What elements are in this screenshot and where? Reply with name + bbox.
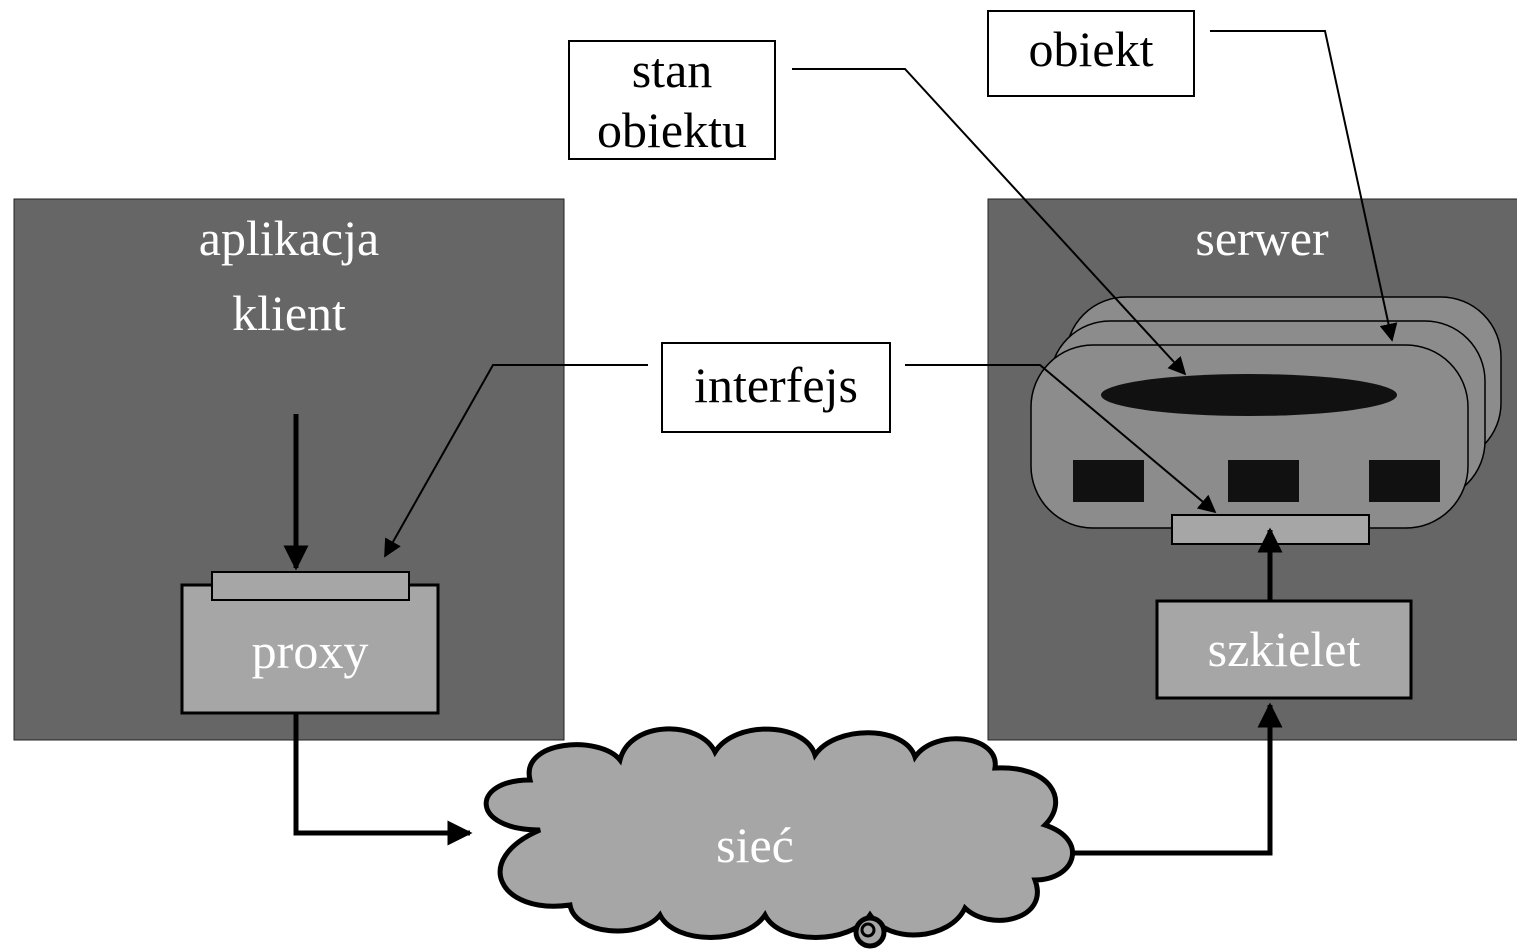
object-state-callout: stan obiektu bbox=[568, 40, 1187, 376]
proxy-component: proxy bbox=[180, 571, 440, 715]
proxy-interface-bar bbox=[211, 571, 410, 601]
interface-label: interfejs bbox=[694, 357, 858, 413]
network-to-skeleton-arrow bbox=[1070, 702, 1283, 856]
object-state-ellipse bbox=[1101, 374, 1397, 416]
object-state-label-line2: obiektu bbox=[597, 102, 747, 158]
cloud-puff-inner bbox=[860, 922, 876, 938]
skeleton-component: szkielet bbox=[1155, 599, 1413, 700]
object-method-block bbox=[1369, 460, 1440, 502]
object-state-pointer bbox=[792, 68, 1187, 376]
skeleton-label: szkielet bbox=[1208, 621, 1361, 677]
object-method-block bbox=[1073, 460, 1144, 502]
client-label-line2: klient bbox=[232, 285, 346, 341]
server-object-stack bbox=[1030, 296, 1502, 545]
proxy-label: proxy bbox=[252, 623, 369, 679]
interface-callout: interfejs bbox=[384, 342, 1217, 558]
object-callout: obiekt bbox=[987, 10, 1398, 342]
interface-pointer-to-server bbox=[905, 364, 1217, 514]
network-cloud: sieć bbox=[483, 726, 1076, 949]
network-label: sieć bbox=[716, 817, 794, 873]
cloud-puff-small bbox=[853, 915, 887, 949]
client-label-line1: aplikacja bbox=[199, 210, 379, 266]
object-pointer bbox=[1210, 30, 1398, 342]
object-state-label-line1: stan bbox=[632, 42, 713, 98]
object-method-block bbox=[1228, 460, 1299, 502]
interface-pointer-to-proxy bbox=[384, 364, 648, 558]
server-label: serwer bbox=[1195, 210, 1329, 266]
proxy-to-network-arrow bbox=[293, 713, 473, 846]
object-label: obiekt bbox=[1029, 21, 1154, 77]
